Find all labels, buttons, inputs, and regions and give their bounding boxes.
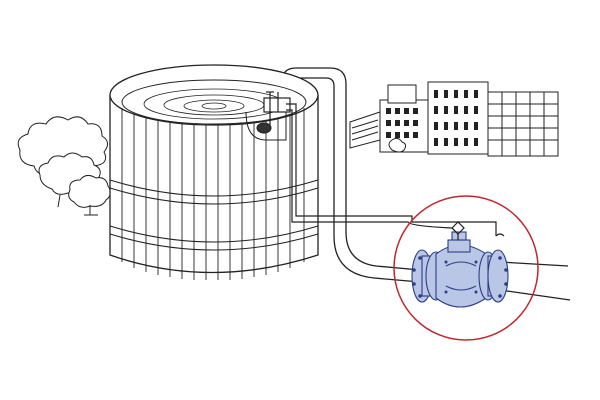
water-tank-icon: [109, 64, 319, 280]
pilot-tube: [286, 103, 497, 236]
globe-valve-icon[interactable]: [411, 221, 509, 308]
highlight-circle: [393, 195, 539, 341]
tree-cluster-icon: [17, 116, 112, 216]
pilot-fitting-icon: [451, 221, 505, 240]
city-buildings-icon: [349, 81, 559, 157]
float-pilot-icon: [245, 91, 291, 141]
supply-pipe: [499, 261, 571, 301]
